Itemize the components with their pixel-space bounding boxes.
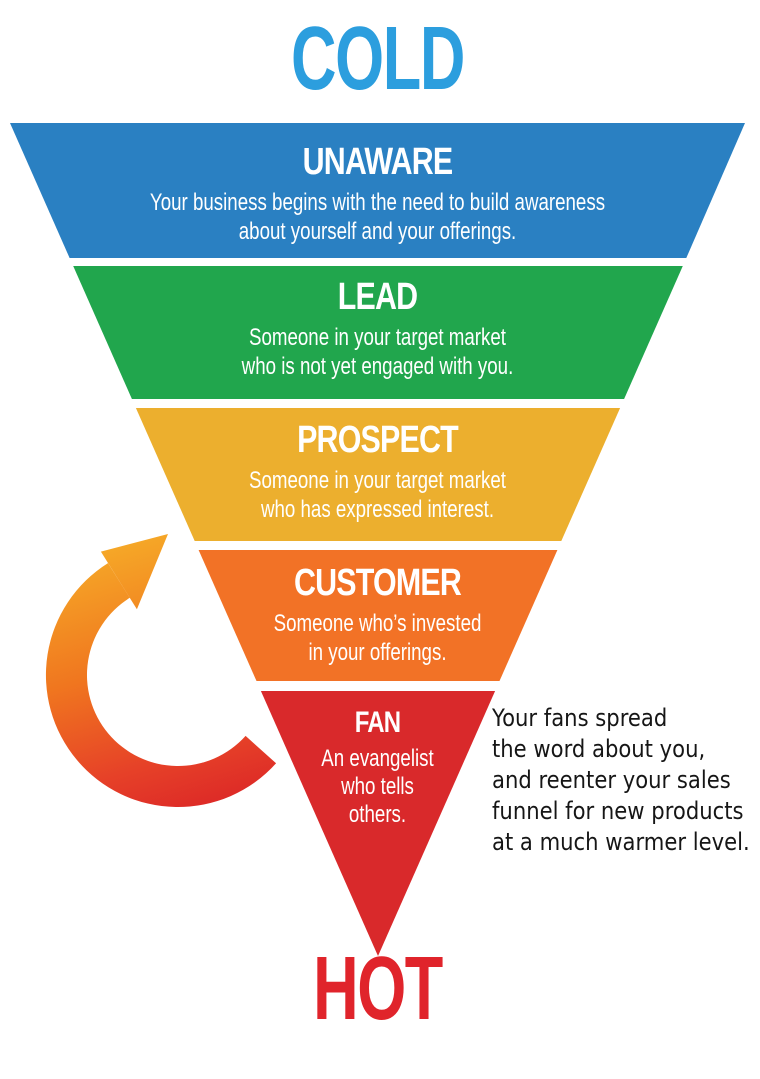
stage-description: An evangelist who tells others. [321,745,434,828]
cycle-arrow [45,534,277,808]
stage-title: LEAD [337,276,418,318]
funnel-stage-unaware-shape [10,123,745,258]
funnel-stage-unaware-text: UNAWARE Your business begins with the ne… [0,141,755,246]
stage-description: Someone in your target market who is not… [241,323,514,380]
stage-description: Your business begins with the need to bu… [149,188,606,245]
fan-annotation-note: Your fans spread the word about you, and… [492,704,750,856]
funnel-stage-lead-text: LEAD Someone in your target market who i… [0,276,755,381]
funnel-stage-customer-shape [198,550,558,681]
cold-label: COLD [291,9,465,109]
funnel-stage-fan-shape [260,691,496,956]
funnel-stage-lead-shape [73,266,683,399]
funnel-stage-prospect-shape [135,408,621,541]
cycle-arrow-head [100,534,168,610]
stage-title: CUSTOMER [293,562,462,604]
stage-description: Someone who’s invested in your offerings… [273,609,482,666]
stage-description: Someone in your target market who has ex… [248,466,507,523]
funnel-stage-customer-text: CUSTOMER Someone who’s invested in your … [0,562,755,667]
stage-title: PROSPECT [297,419,459,461]
funnel-stage-prospect-text: PROSPECT Someone in your target market w… [0,419,755,524]
hot-label: HOT [313,939,443,1039]
stage-title: FAN [354,706,401,739]
stage-title: UNAWARE [302,141,454,183]
funnel-stage-fan-text: FAN An evangelist who tells others. [0,706,755,829]
cycle-arrow-arc [45,563,277,808]
